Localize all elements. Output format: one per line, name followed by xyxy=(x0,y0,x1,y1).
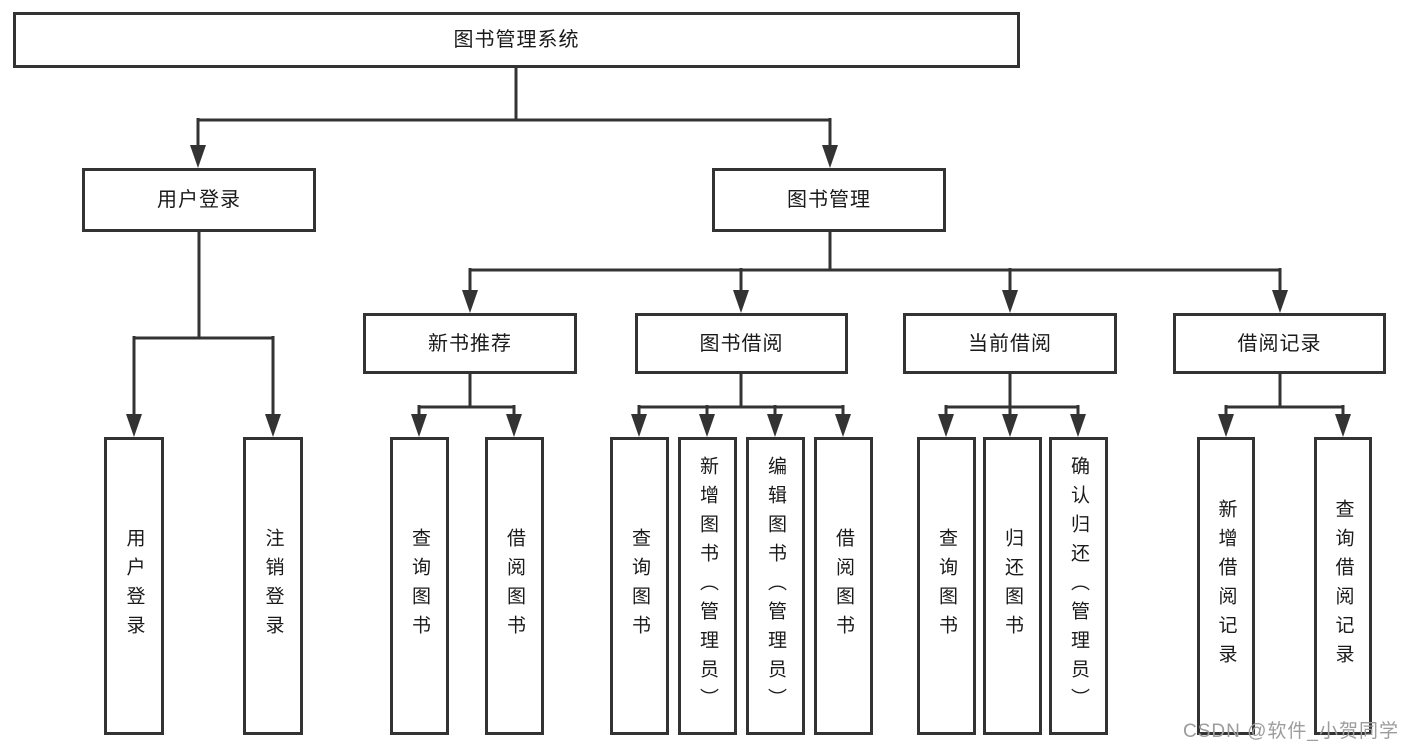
connector-recommend-to-leaves xyxy=(417,374,516,421)
node-library-management-system: 图书管理系统 xyxy=(13,12,1020,68)
leaf-label: 编辑图书（管理员） xyxy=(765,455,786,717)
leaf-add-borrow-record: 新增借阅记录 xyxy=(1197,437,1255,735)
node-new-book-recommend: 新书推荐 xyxy=(363,313,577,374)
leaf-label: 确认归还（管理员） xyxy=(1068,455,1089,717)
leaf-borrow-books-recommend: 借阅图书 xyxy=(485,437,544,735)
leaf-label: 查询借阅记录 xyxy=(1332,499,1354,673)
leaf-label: 借阅图书 xyxy=(504,528,525,644)
node-borrowing-records: 借阅记录 xyxy=(1173,313,1386,374)
leaf-borrow-books-borrowing: 借阅图书 xyxy=(814,437,873,735)
connector-records-to-leaves xyxy=(1224,374,1345,421)
node-label: 用户登录 xyxy=(157,189,241,211)
node-label: 图书借阅 xyxy=(699,332,784,355)
leaf-add-books-admin: 新增图书（管理员） xyxy=(678,437,737,735)
connector-current-to-leaves xyxy=(944,374,1080,421)
node-label: 图书管理系统 xyxy=(453,29,580,51)
node-label: 借阅记录 xyxy=(1237,332,1322,355)
node-label: 新书推荐 xyxy=(428,332,512,355)
node-current-borrowing: 当前借阅 xyxy=(903,313,1117,374)
leaf-label: 注销登录 xyxy=(262,528,284,644)
leaf-query-books-borrowing: 查询图书 xyxy=(610,437,669,735)
arrowheads xyxy=(126,145,1351,437)
watermark: CSDN @软件_小贺同学 xyxy=(1183,721,1399,742)
leaf-query-books-recommend: 查询图书 xyxy=(390,437,449,735)
leaf-confirm-return-admin: 确认归还（管理员） xyxy=(1049,437,1108,735)
connector-bookmgmt-to-level3 xyxy=(468,232,1282,296)
leaf-label: 查询图书 xyxy=(629,528,650,644)
leaf-label: 用户登录 xyxy=(123,528,145,644)
leaf-label: 归还图书 xyxy=(1002,528,1023,644)
connector-root-to-level2 xyxy=(196,68,832,150)
node-user-login: 用户登录 xyxy=(82,168,316,232)
leaf-label: 新增借阅记录 xyxy=(1215,499,1237,673)
leaf-return-books: 归还图书 xyxy=(983,437,1042,735)
node-book-management: 图书管理 xyxy=(712,168,946,232)
leaf-edit-books-admin: 编辑图书（管理员） xyxy=(746,437,805,735)
node-label: 图书管理 xyxy=(787,189,871,211)
leaf-logout: 注销登录 xyxy=(243,437,303,735)
leaf-query-borrow-record: 查询借阅记录 xyxy=(1314,437,1372,735)
leaf-label: 查询图书 xyxy=(936,528,957,644)
leaf-query-books-current: 查询图书 xyxy=(917,437,976,735)
leaf-label: 借阅图书 xyxy=(833,528,854,644)
connector-userlogin-to-leaves xyxy=(132,232,275,419)
leaf-user-login: 用户登录 xyxy=(104,437,164,735)
node-book-borrowing: 图书借阅 xyxy=(635,313,848,374)
node-label: 当前借阅 xyxy=(968,332,1052,355)
leaf-label: 查询图书 xyxy=(409,528,430,644)
connector-borrowing-to-leaves xyxy=(637,374,845,421)
leaf-label: 新增图书（管理员） xyxy=(697,455,718,717)
